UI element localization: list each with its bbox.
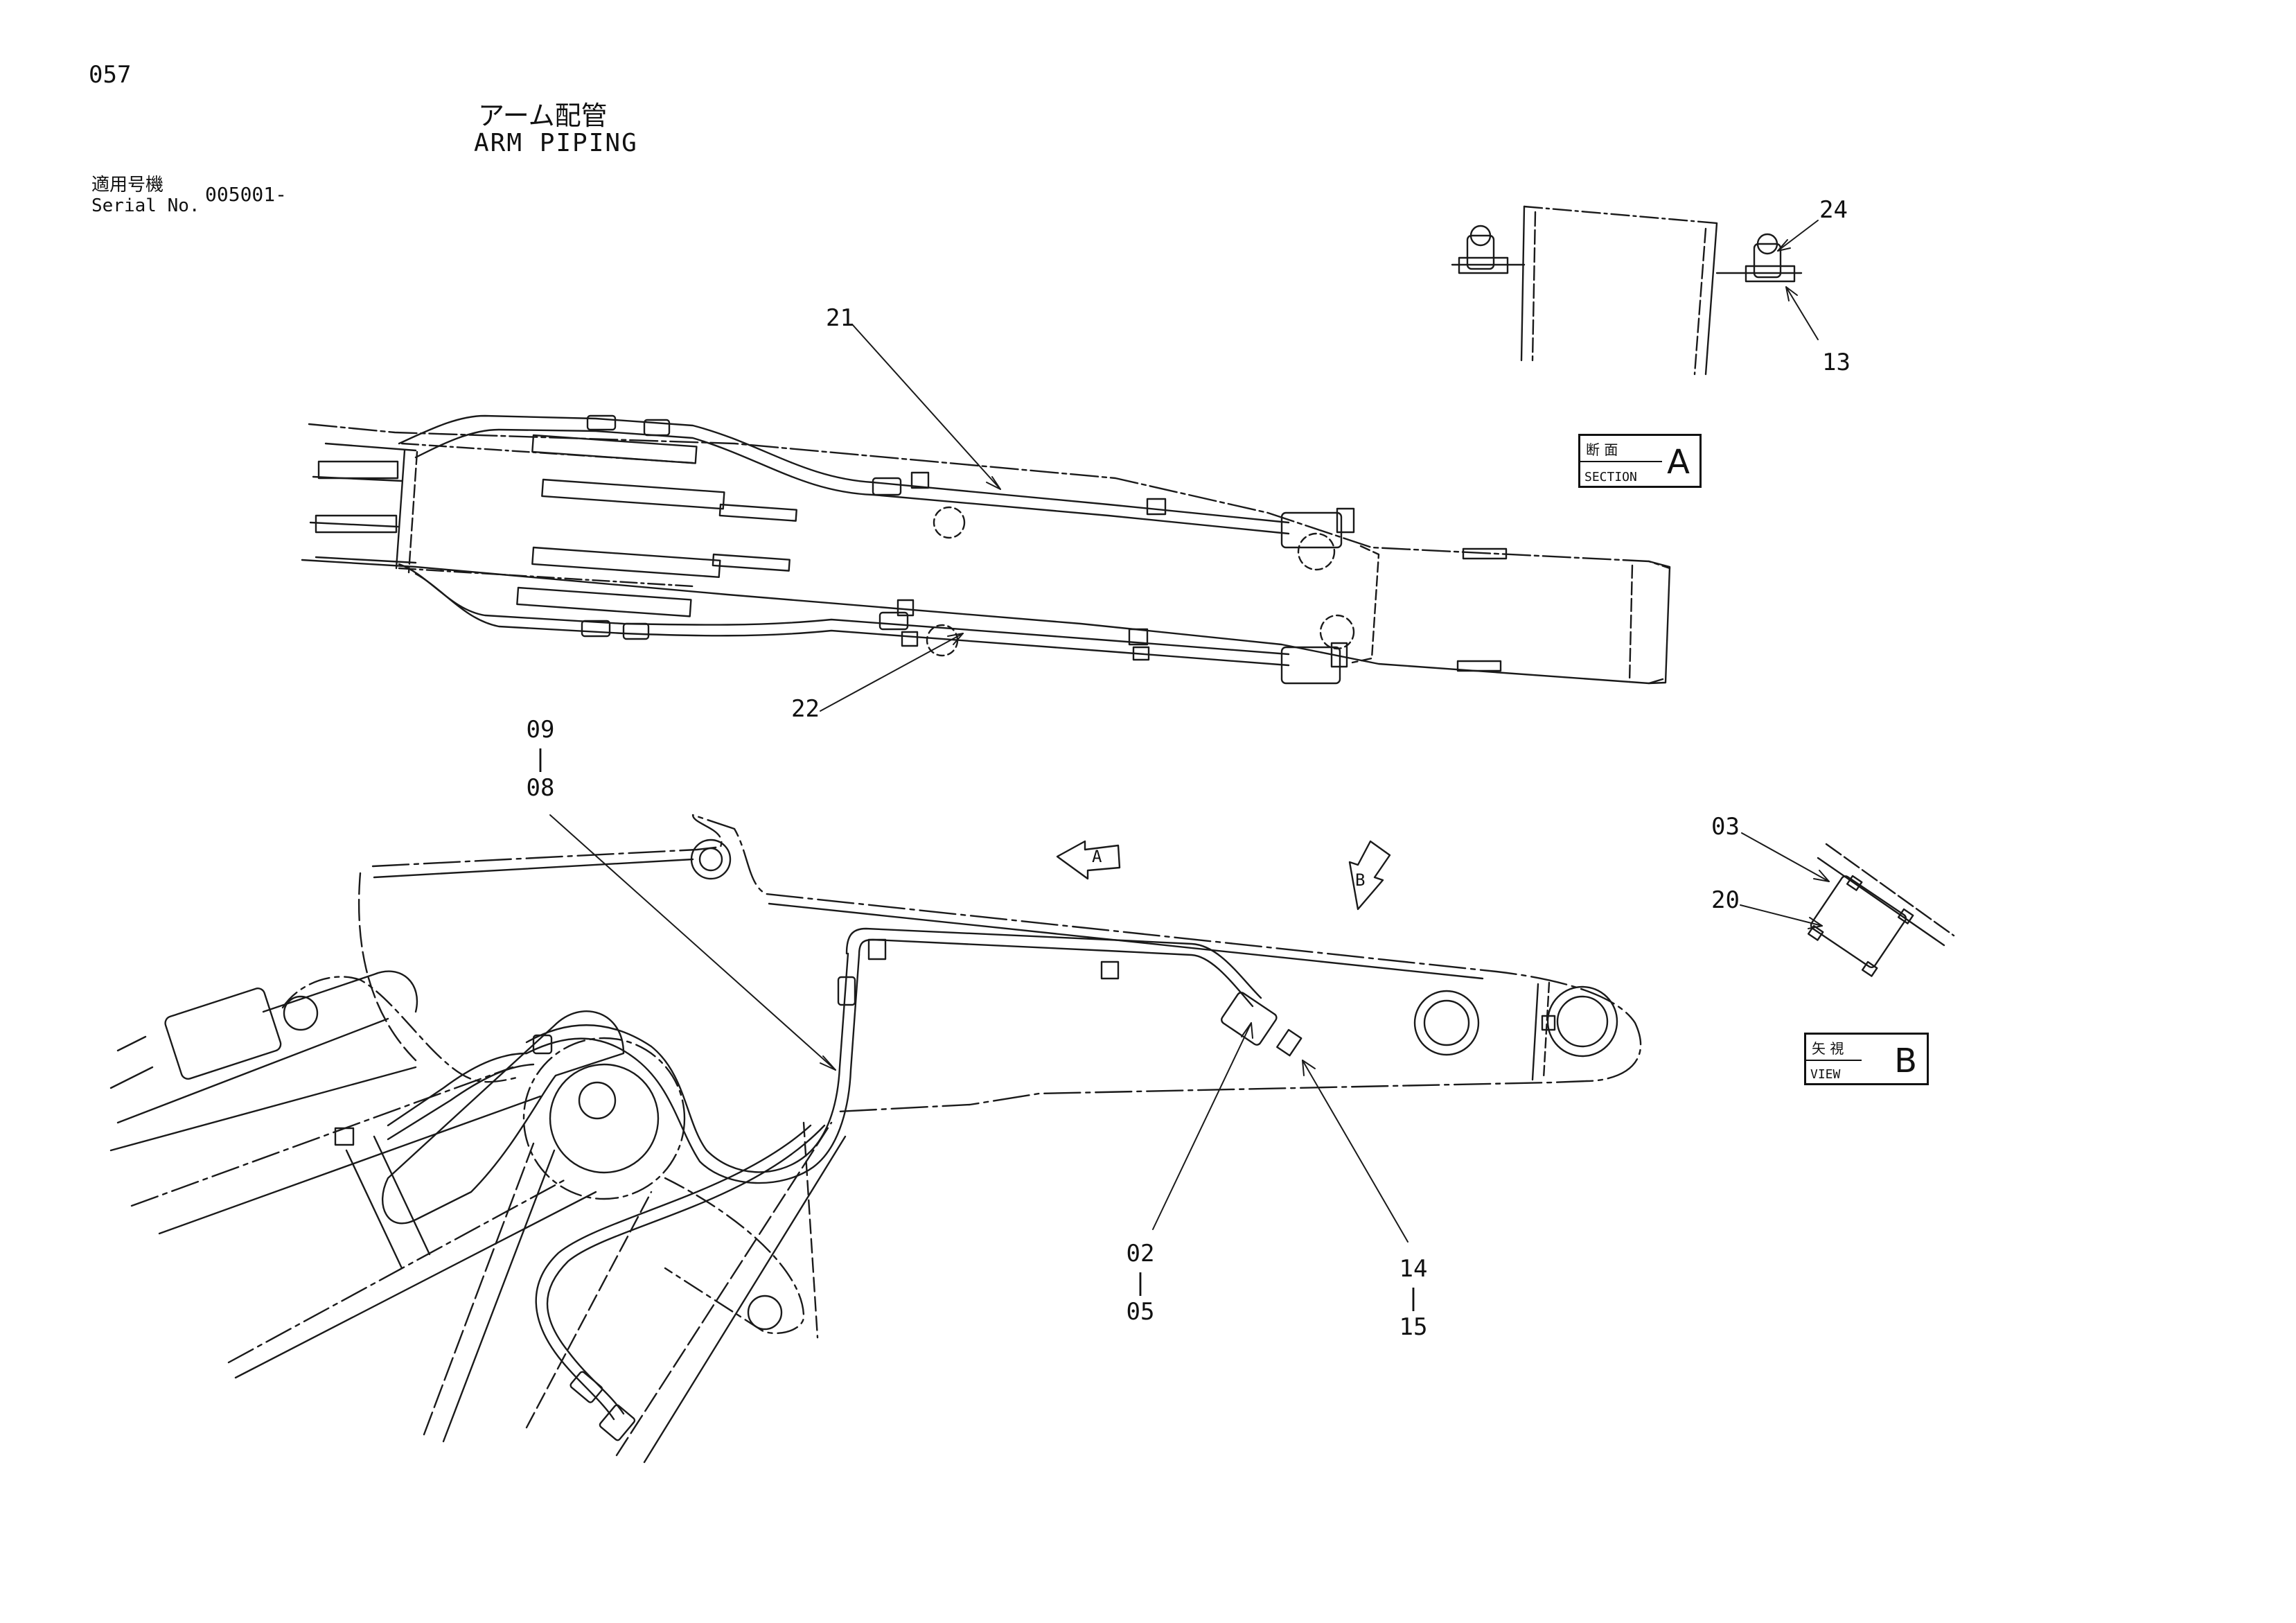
serial-value: 005001- [205,183,288,206]
view-tag-english: VIEW [1810,1067,1841,1082]
section-a-detail [1452,207,1818,374]
section-tag-rule [1580,461,1662,462]
title-japanese: アーム配管 [478,100,608,131]
callout-21: 21 [826,304,854,332]
title-english: ARM PIPING [474,129,638,157]
callout-02: 02 [1126,1240,1155,1267]
view-arrows [1057,841,1390,909]
section-tag-english: SECTION [1584,470,1637,484]
callout-05: 05 [1126,1298,1155,1326]
serial-label-japanese: 適用号機 [91,175,164,195]
view-tag-letter: B [1894,1042,1917,1080]
callout-24: 24 [1819,196,1848,224]
callout-09: 09 [526,716,555,744]
view-tag-rule [1806,1060,1862,1061]
view-arrow-a-letter: A [1092,847,1102,866]
callout-14-15: 14 | 15 [1393,1257,1434,1339]
section-tag-letter: A [1667,443,1690,482]
callout-02-05-separator: | [1133,1269,1148,1297]
callout-02-05: 02 | 05 [1120,1242,1161,1324]
callout-20: 20 [1711,886,1740,914]
callout-14: 14 [1399,1255,1428,1283]
view-b-detail [1740,833,1954,976]
callout-22: 22 [791,695,820,723]
callout-08: 08 [526,774,555,802]
section-tag-japanese: 断 面 [1586,441,1618,458]
callout-15: 15 [1399,1313,1428,1341]
view-tag-japanese: 矢 視 [1812,1040,1844,1057]
callout-14-15-separator: | [1406,1284,1421,1312]
page-number: 057 [89,61,132,89]
callout-13: 13 [1822,349,1851,376]
view-b-tag: 矢 視 VIEW B [1804,1033,1929,1085]
arm-top-view [302,324,1670,711]
section-a-tag: 断 面 SECTION A [1578,434,1702,488]
callout-03: 03 [1711,813,1740,841]
arm-side-view [111,815,1641,1462]
callout-09-08-separator: | [533,745,548,773]
callout-09-08: 09 | 08 [520,718,561,800]
serial-label-english: Serial No. [91,195,200,216]
view-arrow-b-letter: B [1355,870,1366,890]
